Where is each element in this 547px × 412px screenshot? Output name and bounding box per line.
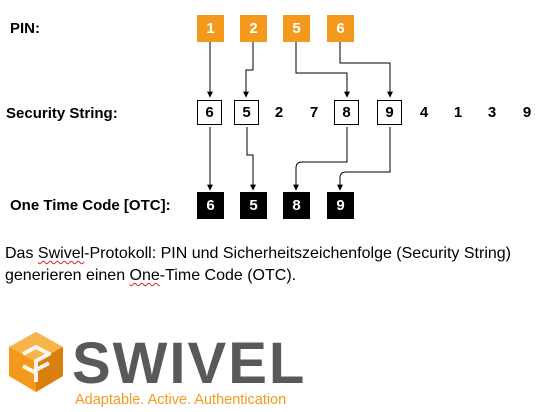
otc-digit-box: 9	[327, 192, 354, 219]
otc-digit-box: 5	[240, 192, 267, 219]
otc-digit-box: 8	[283, 192, 310, 219]
arrow-pin5-to-sec	[295, 42, 350, 98]
arrow-sec5-to-otc	[246, 127, 256, 191]
security-char-boxed: 9	[377, 100, 402, 125]
caption-text: Das	[5, 245, 38, 262]
arrow-sec9-to-otc	[337, 127, 391, 191]
security-char: 1	[453, 104, 463, 121]
otc-label: One Time Code [OTC]:	[10, 197, 171, 214]
security-char: 9	[522, 104, 532, 121]
security-string-label: Security String:	[6, 105, 118, 122]
arrow-sec8-to-otc	[293, 127, 348, 191]
security-char: 2	[274, 104, 284, 121]
pin-label: PIN:	[10, 20, 40, 37]
swivel-logo-icon	[9, 332, 63, 392]
security-char: 7	[309, 104, 319, 121]
brand-name: SWIVEL	[72, 331, 307, 396]
caption-text: -Time Code (OTC).	[159, 267, 297, 284]
pin-digit-box: 6	[327, 15, 354, 42]
security-char-boxed: 5	[234, 100, 259, 125]
pin-digit-box: 1	[197, 15, 224, 42]
pin-digit-box: 2	[240, 15, 267, 42]
caption-text-swivel: Swivel	[37, 245, 85, 262]
otc-digit-box: 6	[197, 192, 224, 219]
connector-arrows	[207, 42, 393, 191]
security-char-boxed: 6	[197, 100, 222, 125]
caption: Das Swivel-Protokoll: PIN und Sicherheit…	[5, 243, 545, 287]
caption-text: -Protokoll: PIN und Sicherheitszeichenfo…	[5, 245, 511, 284]
arrow-pin6-to-sec	[339, 42, 393, 98]
caption-text-one: One	[129, 267, 160, 284]
security-char: 4	[419, 104, 429, 121]
pin-digit-box: 5	[283, 15, 310, 42]
security-char-boxed: 8	[334, 100, 359, 125]
brand-tagline: Adaptable. Active. Authentication	[75, 392, 287, 408]
arrow-pin2-to-sec	[243, 42, 254, 98]
security-char: 3	[487, 104, 497, 121]
